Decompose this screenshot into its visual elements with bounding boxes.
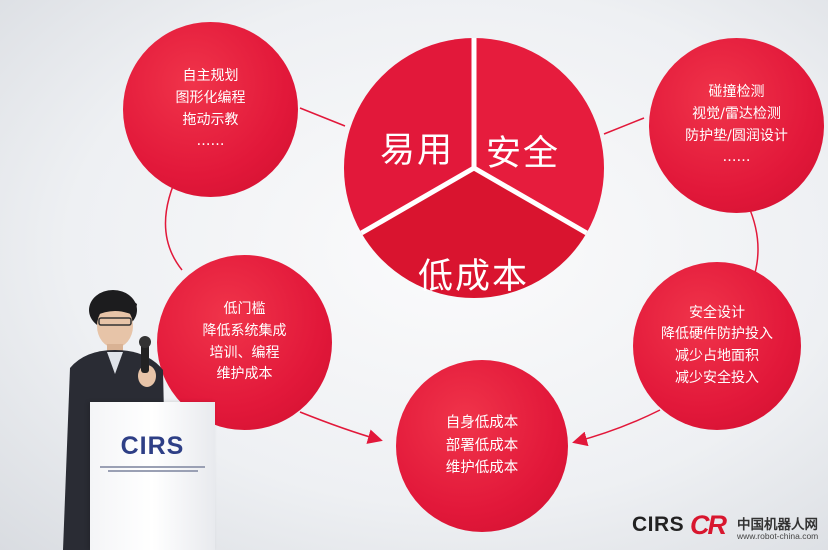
center-label-anquan: 安全 [486, 134, 561, 174]
watermark-site-name: 中国机器人网 [737, 517, 818, 533]
safety-design-item: 减少安全投入 [675, 369, 759, 386]
low-threshold-item: 降低系统集成 [202, 322, 287, 339]
podium: CIRS [90, 402, 215, 550]
safety-design-item: 安全设计 [689, 304, 745, 321]
safety-design-item: 减少占地面积 [675, 348, 759, 364]
usability-circle: 自主规划 图形化编程 拖动示教 …… [123, 22, 298, 197]
safety-item: 防护垫/圆润设计 [685, 127, 788, 144]
topright-connector [603, 117, 645, 135]
podium-logo-subtext [100, 464, 205, 474]
safety-item: 视觉/雷达检测 [692, 105, 781, 122]
usability-item: 自主规划 [182, 68, 239, 85]
watermark-cirs-logo: CIRS [632, 513, 685, 536]
center-pie [343, 37, 605, 299]
low-cost-item: 自身低成本 [445, 415, 519, 432]
right-arrow [572, 409, 661, 447]
low-threshold-item: 培训、编程 [209, 344, 280, 361]
low-threshold-item: 维护成本 [216, 366, 273, 383]
low-cost-item: 部署低成本 [445, 437, 519, 454]
low-threshold-circle: 低门槛 降低系统集成 培训、编程 维护成本 [157, 255, 332, 430]
safety-item: 碰撞检测 [708, 84, 765, 101]
watermark-cr-logo: CR [690, 510, 727, 540]
usability-item: 图形化编程 [175, 89, 246, 106]
watermark-site-url: www.robot-china.com [737, 531, 819, 541]
safety-circle: 碰撞检测 视觉/雷达检测 防护垫/圆润设计 …… [649, 38, 824, 213]
topleft-connector [299, 107, 346, 127]
safety-ellipsis: …… [722, 149, 751, 166]
center-label-dichengben: 低成本 [418, 257, 530, 297]
safety-design-item: 降低硬件防护投入 [661, 326, 773, 343]
podium-logo: CIRS [120, 432, 185, 460]
low-cost-circle: 自身低成本 部署低成本 维护低成本 [396, 360, 568, 532]
low-threshold-item: 低门槛 [223, 301, 266, 318]
low-cost-item: 维护低成本 [445, 460, 519, 477]
usability-ellipsis: …… [196, 133, 225, 150]
usability-item: 拖动示教 [182, 111, 239, 128]
center-label-yiyong: 易用 [380, 131, 455, 171]
left-arrow [299, 411, 383, 444]
safety-design-circle: 安全设计 降低硬件防护投入 减少占地面积 减少安全投入 [633, 262, 801, 430]
